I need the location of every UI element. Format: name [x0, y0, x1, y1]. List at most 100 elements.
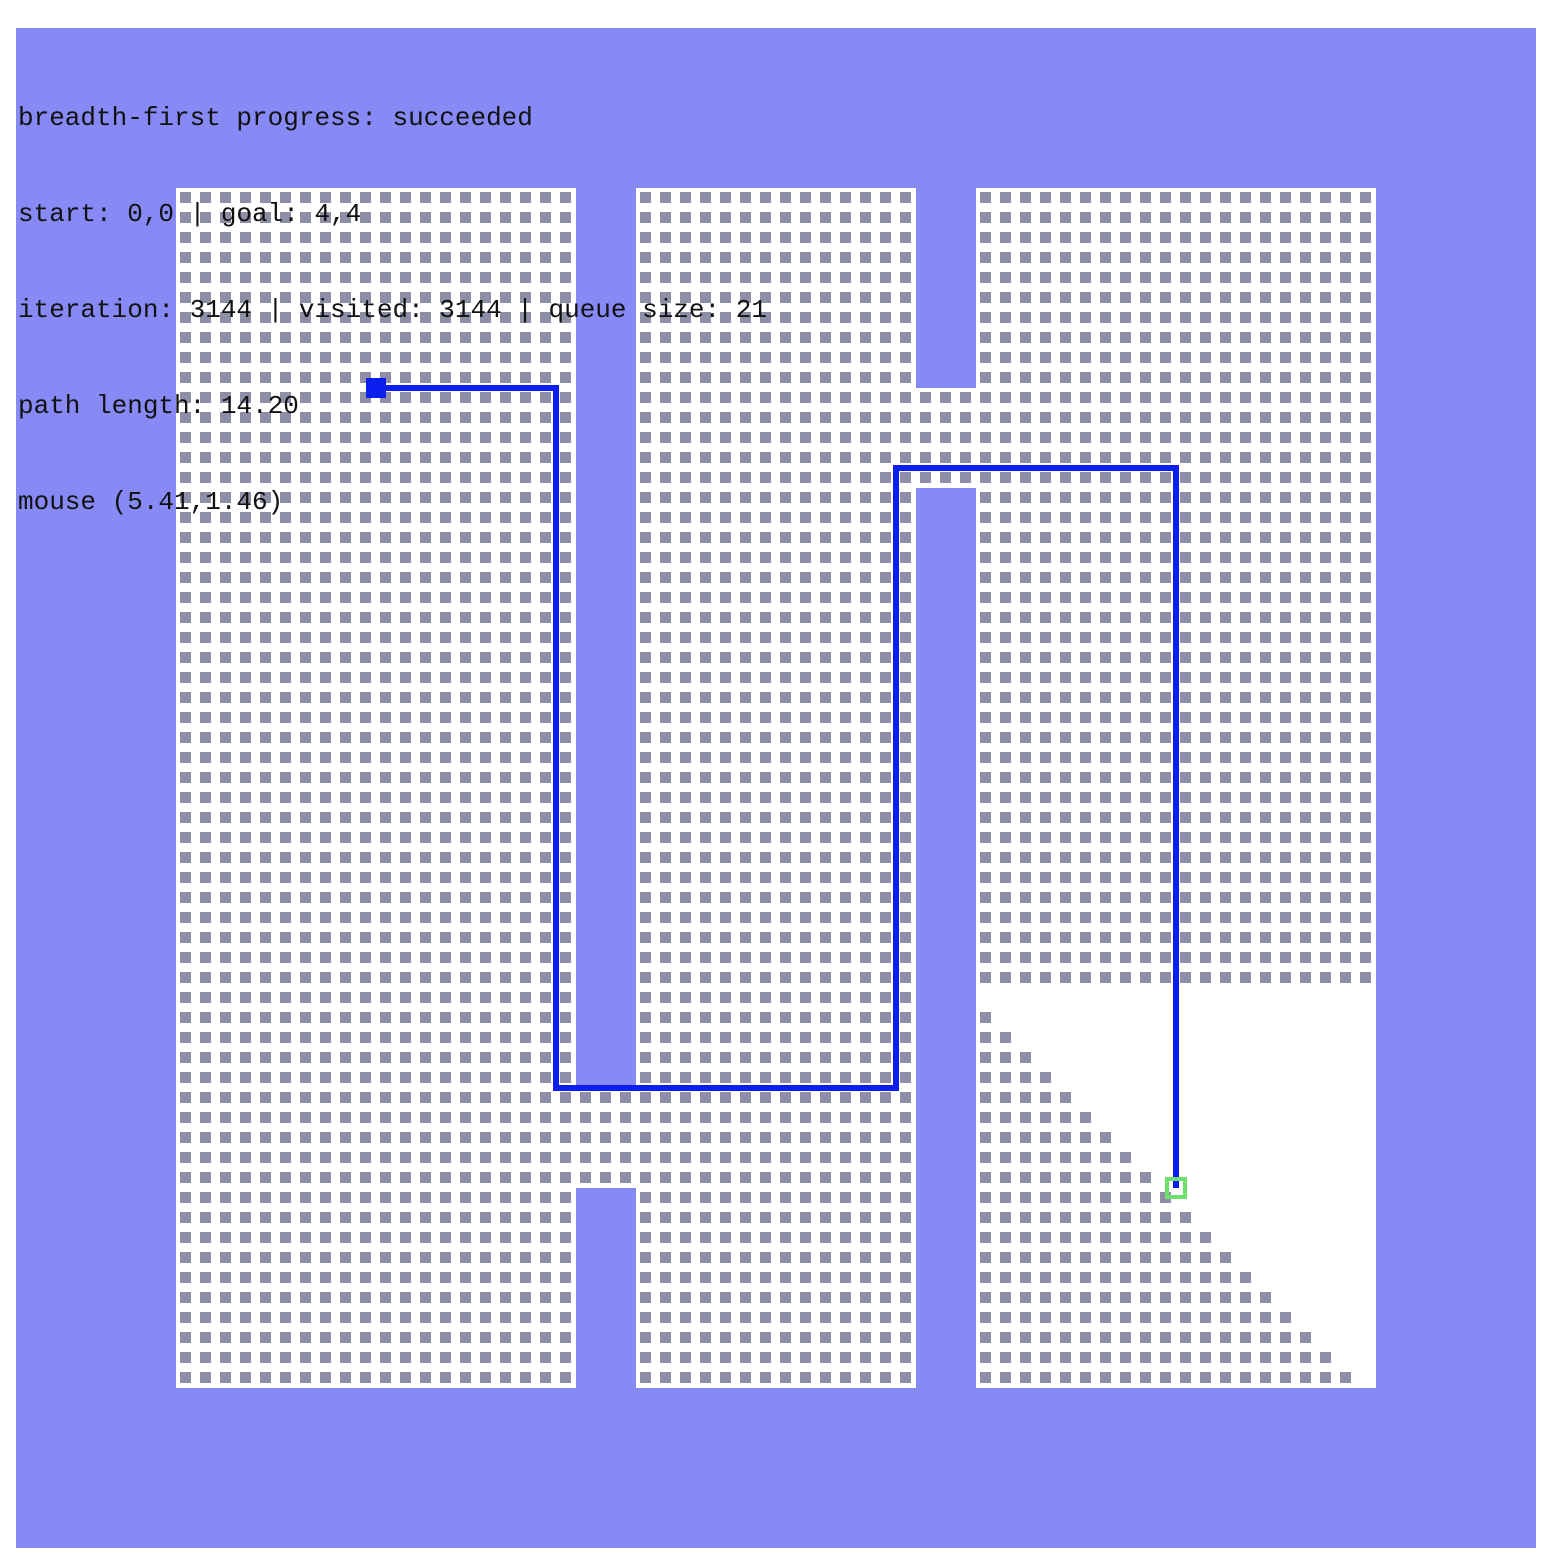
visited-cell	[1360, 712, 1371, 723]
visited-cell	[380, 212, 391, 223]
visited-cell	[1020, 632, 1031, 643]
visited-cell	[180, 1112, 191, 1123]
visited-cell	[980, 492, 991, 503]
visited-cell	[340, 432, 351, 443]
visited-cell	[1020, 1112, 1031, 1123]
visited-cell	[640, 852, 651, 863]
visited-cell	[840, 1312, 851, 1323]
visited-cell	[900, 872, 911, 883]
visited-cell	[720, 912, 731, 923]
visited-cell	[980, 1032, 991, 1043]
visited-cell	[740, 1072, 751, 1083]
visited-cell	[1060, 1192, 1071, 1203]
visited-cell	[760, 852, 771, 863]
visited-cell	[760, 272, 771, 283]
visited-cell	[400, 1132, 411, 1143]
search-canvas[interactable]	[16, 28, 1536, 1548]
visited-cell	[700, 652, 711, 663]
visited-cell	[840, 352, 851, 363]
visited-cell	[300, 192, 311, 203]
visited-cell	[780, 412, 791, 423]
visited-cell	[740, 1212, 751, 1223]
visited-cell	[400, 532, 411, 543]
visited-cell	[760, 1292, 771, 1303]
visited-cell	[660, 1132, 671, 1143]
visited-cell	[780, 772, 791, 783]
visited-cell	[320, 1052, 331, 1063]
visited-cell	[300, 312, 311, 323]
visited-cell	[680, 1292, 691, 1303]
visited-cell	[740, 552, 751, 563]
visited-cell	[1220, 812, 1231, 823]
visited-cell	[200, 392, 211, 403]
visited-cell	[1200, 1272, 1211, 1283]
visited-cell	[260, 452, 271, 463]
visited-cell	[320, 1032, 331, 1043]
visited-cell	[280, 832, 291, 843]
visited-cell	[1060, 352, 1071, 363]
visited-cell	[820, 652, 831, 663]
visited-cell	[360, 652, 371, 663]
visited-cell	[500, 1332, 511, 1343]
visited-cell	[1340, 512, 1351, 523]
visited-cell	[760, 1332, 771, 1343]
visited-cell	[1240, 612, 1251, 623]
visited-cell	[900, 1172, 911, 1183]
visited-cell	[500, 1112, 511, 1123]
visited-cell	[420, 1232, 431, 1243]
visited-cell	[1280, 912, 1291, 923]
visited-cell	[680, 592, 691, 603]
visited-cell	[860, 492, 871, 503]
visited-cell	[180, 912, 191, 923]
visited-cell	[1060, 832, 1071, 843]
visited-cell	[1340, 432, 1351, 443]
visited-cell	[180, 412, 191, 423]
visited-cell	[700, 1112, 711, 1123]
visited-cell	[660, 572, 671, 583]
visited-cell	[820, 532, 831, 543]
visited-cell	[540, 1092, 551, 1103]
visited-cell	[700, 592, 711, 603]
visited-cell	[1220, 612, 1231, 623]
visited-cell	[520, 392, 531, 403]
visited-cell	[180, 672, 191, 683]
visited-cell	[240, 532, 251, 543]
visited-cell	[220, 252, 231, 263]
visited-cell	[1160, 912, 1171, 923]
visited-cell	[320, 232, 331, 243]
visited-cell	[740, 212, 751, 223]
visited-cell	[240, 792, 251, 803]
visited-cell	[1100, 932, 1111, 943]
visited-cell	[1160, 592, 1171, 603]
visited-cell	[1000, 512, 1011, 523]
visited-cell	[520, 532, 531, 543]
visited-cell	[400, 1072, 411, 1083]
visited-cell	[860, 932, 871, 943]
visited-cell	[480, 812, 491, 823]
visited-cell	[800, 972, 811, 983]
visited-cell	[440, 372, 451, 383]
visited-cell	[780, 1132, 791, 1143]
visited-cell	[1100, 612, 1111, 623]
visited-cell	[460, 872, 471, 883]
visited-cell	[1300, 792, 1311, 803]
visited-cell	[320, 372, 331, 383]
visited-cell	[260, 652, 271, 663]
grid-board[interactable]	[16, 28, 1536, 1548]
visited-cell	[1000, 972, 1011, 983]
visited-cell	[500, 1352, 511, 1363]
visited-cell	[1360, 272, 1371, 283]
visited-cell	[1180, 552, 1191, 563]
visited-cell	[280, 1152, 291, 1163]
visited-cell	[1140, 832, 1151, 843]
visited-cell	[780, 252, 791, 263]
visited-cell	[680, 1032, 691, 1043]
visited-cell	[520, 552, 531, 563]
visited-cell	[880, 1012, 891, 1023]
visited-cell	[520, 1332, 531, 1343]
visited-cell	[360, 412, 371, 423]
visited-cell	[880, 812, 891, 823]
visited-cell	[340, 612, 351, 623]
visited-cell	[420, 1372, 431, 1383]
visited-cell	[1060, 632, 1071, 643]
